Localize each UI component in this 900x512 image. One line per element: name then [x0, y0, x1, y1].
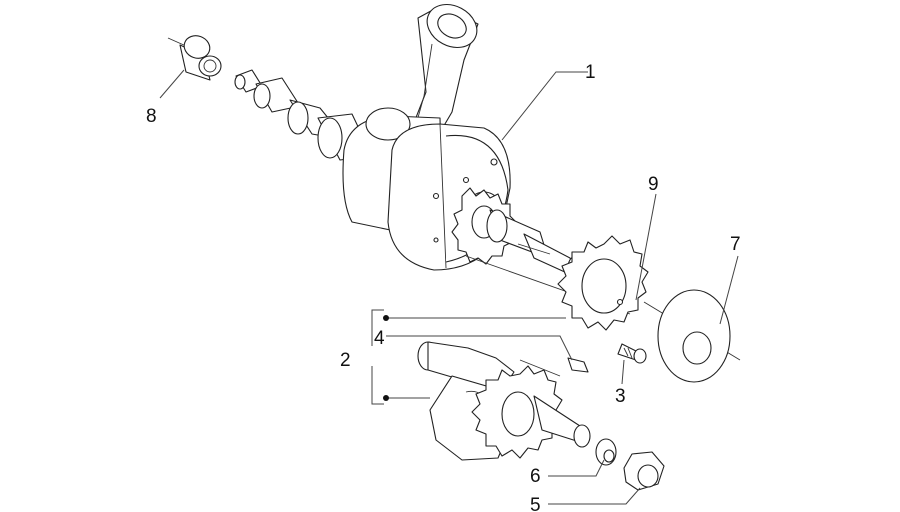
- callout-9: 9: [648, 174, 659, 195]
- screw-part: [617, 343, 647, 364]
- callout-5: 5: [530, 495, 541, 512]
- small-washer-part: [595, 438, 617, 466]
- washer-part: [657, 289, 731, 383]
- callout-2: 2: [340, 350, 351, 371]
- callout-1: 1: [585, 62, 596, 83]
- callout-8: 8: [146, 106, 157, 127]
- crankshaft-part: [234, 3, 581, 280]
- callout-3: 3: [615, 386, 626, 407]
- callout-7: 7: [730, 234, 741, 255]
- bushing-part: [167, 35, 222, 81]
- callout-4: 4: [374, 328, 385, 349]
- callout-6: 6: [530, 466, 541, 487]
- callout-lines: [159, 69, 739, 505]
- sprocket-part: [557, 235, 649, 331]
- balance-shaft-part: [417, 341, 591, 461]
- key-part: [567, 357, 589, 373]
- nut-part: [623, 451, 665, 491]
- callout-dots: [383, 315, 389, 401]
